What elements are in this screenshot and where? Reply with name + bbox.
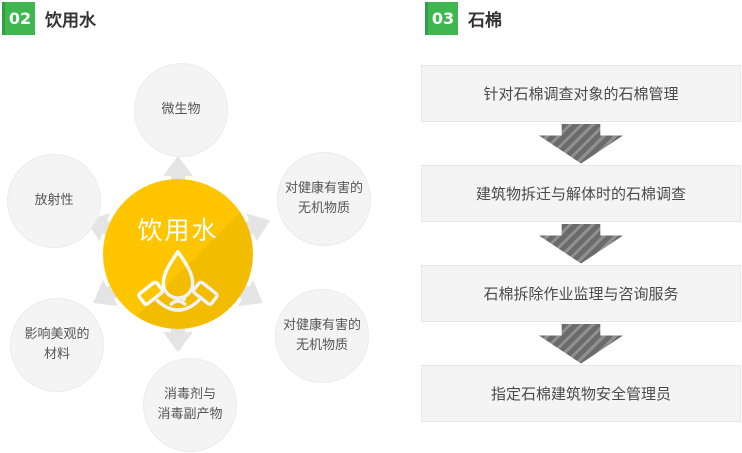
water-node-microorganisms: 微生物: [134, 63, 228, 157]
water-node-inorganic-bottom: 对健康有害的 无机物质: [275, 289, 369, 383]
striped-down-arrow-icon: [539, 323, 623, 364]
water-center-label: 饮用水: [137, 216, 219, 245]
water-center-circle: 饮用水: [103, 179, 253, 329]
asbestos-section-title: 石棉: [468, 11, 502, 31]
water-node-label: 放射性: [34, 192, 74, 208]
water-section-header: 02 饮用水: [2, 2, 96, 35]
asbestos-step-4: 指定石棉建筑物安全管理员: [421, 365, 741, 422]
flow-arrow-wrap: [539, 122, 623, 165]
asbestos-step-label: 建筑物拆迁与解体时的石棉调查: [475, 185, 686, 203]
water-node-label: 对健康有害的 无机物质: [284, 180, 363, 216]
asbestos-section-header: 03 石棉: [425, 2, 502, 35]
water-node-label: 影响美观的 材料: [24, 326, 90, 362]
asbestos-step-1: 针对石棉调查对象的石棉管理: [421, 65, 741, 122]
flow-arrow-wrap: [539, 322, 623, 365]
water-node-label: 对健康有害的 无机物质: [282, 317, 361, 353]
asbestos-flowchart: 针对石棉调查对象的石棉管理 建筑物拆迁与解体时的石棉调查 石棉拆除作业监理与咨询…: [421, 65, 741, 422]
water-node-label: 消毒剂与 消毒副产物: [157, 386, 223, 422]
water-node-aesthetic-materials: 影响美观的 材料: [10, 298, 104, 392]
water-node-label: 微生物: [161, 101, 201, 117]
water-radial-diagram: 微生物 对健康有害的 无机物质 对健康有害的 无机物质 消毒剂与 消毒副产物 影…: [7, 63, 371, 452]
striped-down-arrow-icon: [539, 123, 623, 164]
asbestos-step-label: 石棉拆除作业监理与咨询服务: [483, 285, 679, 303]
asbestos-step-3: 石棉拆除作业监理与咨询服务: [421, 265, 741, 322]
asbestos-step-label: 针对石棉调查对象的石棉管理: [483, 85, 679, 103]
asbestos-step-label: 指定石棉建筑物安全管理员: [490, 385, 671, 403]
striped-down-arrow-icon: [539, 223, 623, 264]
water-node-radioactivity: 放射性: [7, 154, 101, 248]
water-node-disinfectants: 消毒剂与 消毒副产物: [143, 358, 237, 452]
water-section-badge: 02: [2, 2, 35, 35]
asbestos-step-2: 建筑物拆迁与解体时的石棉调查: [421, 165, 741, 222]
asbestos-section-badge: 03: [425, 2, 458, 35]
flow-arrow-wrap: [539, 222, 623, 265]
water-node-inorganic-top: 对健康有害的 无机物质: [277, 152, 371, 246]
water-section-title: 饮用水: [45, 11, 96, 31]
hands-holding-water-drop-icon: [137, 249, 219, 312]
